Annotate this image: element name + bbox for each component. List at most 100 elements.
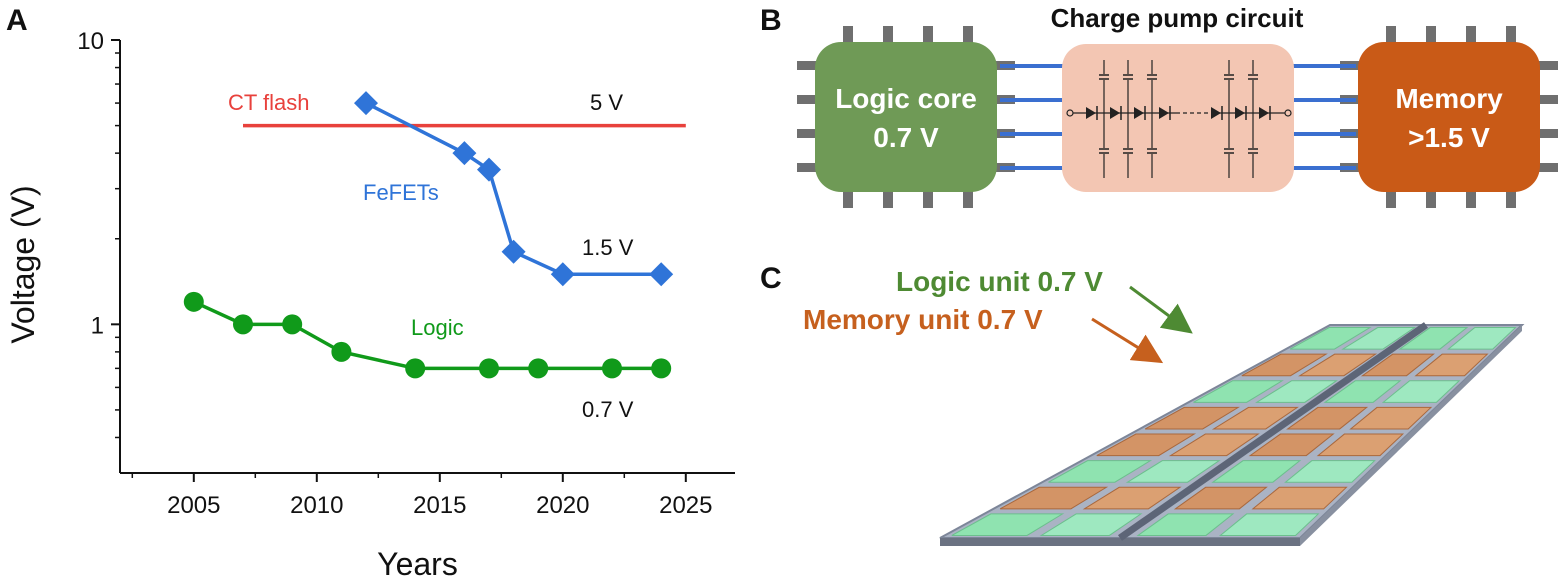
chip-pin bbox=[1506, 190, 1516, 208]
diode bbox=[1159, 107, 1169, 119]
data-point bbox=[602, 358, 622, 379]
series-label-fefets: FeFETs bbox=[363, 180, 439, 205]
annotation-5v: 5 V bbox=[590, 90, 623, 115]
data-point bbox=[550, 262, 575, 287]
memory-unit-cell bbox=[1349, 406, 1433, 430]
diode bbox=[1259, 107, 1269, 119]
diode bbox=[1086, 107, 1096, 119]
logic-unit-cell bbox=[1446, 327, 1517, 350]
diode bbox=[1134, 107, 1144, 119]
logic-core-label: Logic core bbox=[835, 83, 977, 114]
data-point bbox=[233, 314, 253, 335]
wafer-edge bbox=[940, 538, 1300, 546]
panel-letter-b: B bbox=[760, 4, 782, 37]
x-tick-label: 2005 bbox=[167, 492, 220, 519]
memory-unit-cell bbox=[1168, 433, 1260, 457]
logic-unit-cell bbox=[1381, 380, 1461, 403]
logic-unit-cell bbox=[1211, 460, 1302, 483]
memory-unit-cell bbox=[1173, 486, 1268, 510]
logic-core-voltage: 0.7 V bbox=[873, 122, 939, 153]
x-axis-title: Years bbox=[377, 546, 458, 581]
memory-unit-cell bbox=[1241, 353, 1328, 377]
data-point bbox=[354, 91, 378, 116]
chip-pin bbox=[1466, 26, 1476, 44]
charge-pump-title: Charge pump circuit bbox=[1051, 3, 1304, 33]
chip-pin bbox=[1538, 61, 1558, 70]
chip-pin bbox=[843, 26, 853, 44]
data-point bbox=[183, 291, 204, 312]
data-point bbox=[405, 358, 426, 379]
logic-unit-cell bbox=[1193, 380, 1284, 403]
y-tick-label: 10 bbox=[77, 28, 104, 55]
data-point bbox=[501, 239, 526, 264]
memory-unit-cell bbox=[1286, 406, 1369, 430]
panel-letter-a: A bbox=[6, 4, 28, 37]
logic-unit-cell bbox=[1039, 513, 1143, 536]
memory-unit-cell bbox=[1414, 353, 1489, 377]
logic-unit-cell bbox=[1048, 460, 1153, 483]
x-tick-label: 2010 bbox=[290, 492, 343, 519]
logic-unit-cell bbox=[1341, 327, 1417, 350]
chip-pin bbox=[1466, 190, 1476, 208]
chip-pin bbox=[797, 129, 817, 138]
memory-unit-cell bbox=[1082, 486, 1182, 510]
chip-pin bbox=[963, 190, 973, 208]
data-point bbox=[282, 314, 303, 335]
chip-pin bbox=[1538, 95, 1558, 104]
x-tick-label: 2025 bbox=[659, 492, 712, 519]
data-point bbox=[528, 358, 549, 379]
memory-unit-cell bbox=[1316, 433, 1405, 457]
memory-label: Memory bbox=[1395, 83, 1503, 114]
logic-unit-cell bbox=[1323, 380, 1402, 403]
memory-unit-label: Memory unit 0.7 V bbox=[803, 304, 1043, 335]
chip-pin bbox=[963, 26, 973, 44]
logic-unit-cell bbox=[1136, 513, 1235, 536]
memory-voltage: >1.5 V bbox=[1408, 122, 1490, 153]
charge-pump-schematic bbox=[1066, 60, 1292, 178]
annotation-1-5v: 1.5 V bbox=[582, 235, 634, 260]
annotation-0-7v: 0.7 V bbox=[582, 397, 634, 422]
logic-unit-cell bbox=[1284, 460, 1376, 483]
chip-pin bbox=[883, 26, 893, 44]
data-point bbox=[331, 341, 352, 362]
logic-unit-cell bbox=[951, 513, 1065, 536]
series-label-ct-flash: CT flash bbox=[228, 90, 310, 115]
chip-pin bbox=[1426, 190, 1436, 208]
data-point bbox=[651, 358, 672, 379]
x-tick-label: 2015 bbox=[413, 492, 466, 519]
data-point bbox=[477, 157, 501, 182]
x-tick-label: 2020 bbox=[536, 492, 589, 519]
wafer-center-channel bbox=[1118, 322, 1428, 541]
memory-unit-cell bbox=[1096, 433, 1197, 457]
chip-pin bbox=[797, 163, 817, 172]
diode bbox=[1110, 107, 1120, 119]
chip-pin bbox=[883, 190, 893, 208]
chip-pin bbox=[1426, 26, 1436, 44]
chip-pin bbox=[923, 26, 933, 44]
chip-pin bbox=[797, 61, 817, 70]
y-axis-title: Voltage (V) bbox=[5, 185, 41, 343]
data-point bbox=[452, 141, 477, 166]
diode bbox=[1211, 107, 1221, 119]
data-point bbox=[649, 262, 674, 287]
logic-unit-cell bbox=[1254, 380, 1339, 403]
chip-pin bbox=[1506, 26, 1516, 44]
chip-pin bbox=[1538, 163, 1558, 172]
diode bbox=[1235, 107, 1245, 119]
memory-unit-cell bbox=[999, 486, 1109, 510]
chip-pin bbox=[1386, 26, 1396, 44]
logic-unit-cell bbox=[1289, 327, 1372, 350]
logic-unit-cell bbox=[1218, 513, 1320, 536]
memory-unit-cell bbox=[1211, 406, 1299, 430]
logic-unit-arrow bbox=[1129, 285, 1193, 334]
chip-pin bbox=[923, 190, 933, 208]
memory-unit-cell bbox=[1298, 353, 1378, 377]
data-point bbox=[479, 358, 499, 379]
chip-pin bbox=[1386, 190, 1396, 208]
wafer-edge bbox=[1300, 325, 1522, 546]
series-label-logic: Logic bbox=[411, 315, 464, 340]
logic-unit-cell bbox=[1398, 327, 1469, 350]
memory-unit-cell bbox=[1248, 433, 1335, 457]
